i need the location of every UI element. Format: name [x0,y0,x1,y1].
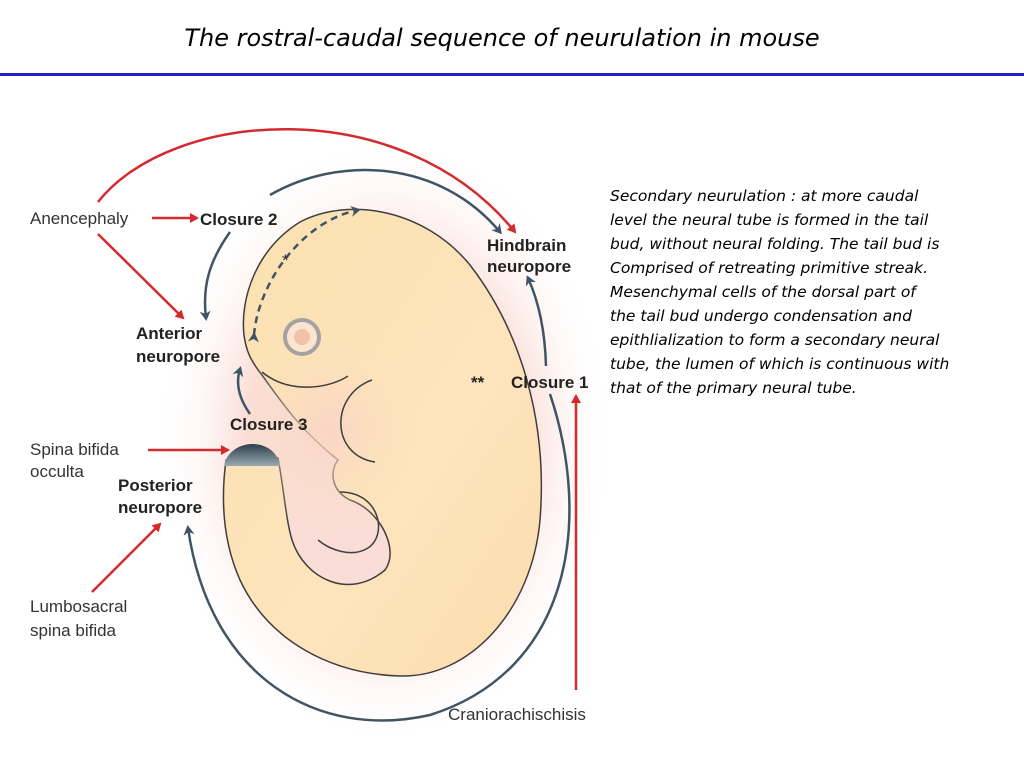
side-text-line: Mesenchymal cells of the dorsal part of [610,283,916,301]
closure2-to-hindbrain-arrow [269,168,502,235]
label-spina-occulta-line1: Spina bifida [30,440,119,459]
label-anterior-line1: Anterior [136,324,203,343]
label-craniorachischisis: Craniorachischisis [448,705,586,724]
label-posterior-line1: Posterior [118,476,193,495]
label-hindbrain-line2: neuropore [487,257,571,276]
label-double-star: ** [471,373,485,392]
title-rule [0,73,1024,76]
label-hindbrain-line1: Hindbrain [487,236,566,255]
label-lumbosacral-line1: Lumbosacral [30,597,127,616]
side-text-line: level the neural tube is formed in the t… [610,211,929,229]
posterior-neuropore-cap [224,444,280,466]
side-text-line: that of the primary neural tube. [610,379,857,397]
side-text-line: Secondary neurulation : at more caudal [610,187,919,205]
label-spina-occulta-line2: occulta [30,462,84,481]
anencephaly-to-hindbrain-arrow [97,128,517,234]
side-text-line: bud, without neural folding. The tail bu… [610,235,940,253]
fold-line-upper [261,371,349,388]
label-anterior-line2: neuropore [136,347,220,366]
eye-center [294,329,310,345]
side-text-line: tube, the lumen of which is continuous w… [610,355,950,373]
lumbosacral-arrow [91,522,162,593]
label-closure3: Closure 3 [230,415,307,434]
label-anencephaly: Anencephaly [30,209,129,228]
closure1-to-hindbrain-arrow [525,275,548,367]
slide-title: The rostral-caudal sequence of neurulati… [184,24,820,52]
label-single-star: * [282,251,289,270]
side-text-line: the tail bud undergo condensation and [610,307,912,325]
embryo-inner-blush [235,320,425,540]
closure1-to-posterior-arrow [183,393,571,722]
side-text-line: Comprised of retreating primitive streak… [610,259,928,277]
fold-line-tail [317,491,380,554]
anencephaly-to-anterior-arrow [97,233,185,320]
label-closure2: Closure 2 [200,210,277,229]
fold-line-middle [340,379,376,463]
closure3-to-anterior-arrow [232,366,252,415]
side-text-line: epithlialization to form a secondary neu… [610,331,940,349]
label-posterior-line2: neuropore [118,498,202,517]
label-lumbosacral-line2: spina bifida [30,621,117,640]
secondary-neurulation-text: Secondary neurulation : at more caudal l… [610,184,1015,400]
closure2-to-anterior-arrow [199,231,232,321]
label-closure1: Closure 1 [511,373,588,392]
dashed-closure-arrow [247,206,361,343]
